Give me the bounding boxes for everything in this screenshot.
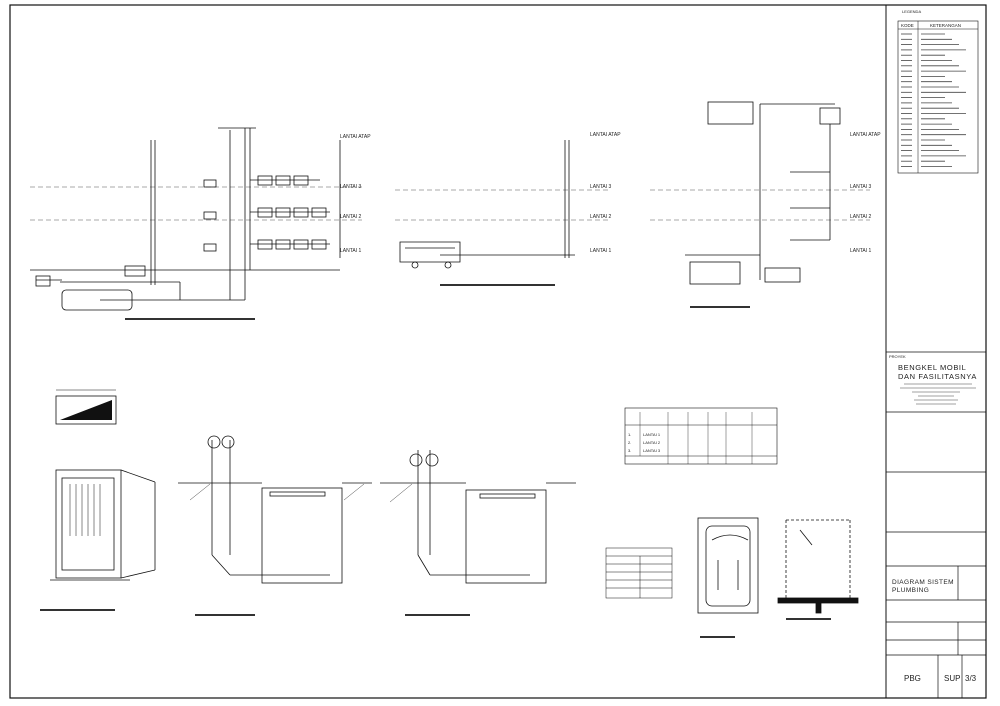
project-name-line1: BENGKEL MOBIL	[898, 363, 966, 372]
schedule-row-1-no: 1.	[628, 432, 631, 437]
drawing-code: PBG	[904, 674, 921, 683]
svg-text:LANTAI 3: LANTAI 3	[850, 184, 872, 190]
slope-detail	[55, 389, 117, 425]
project-address-lines	[900, 383, 976, 405]
caption-bar-outdoor-panel	[40, 609, 115, 611]
level-labels-diagram-1: LANTAI ATAP LANTAI 3 LANTAI 2 LANTAI 1	[340, 134, 371, 254]
legend-rows	[901, 33, 966, 167]
sheet-border	[9, 4, 987, 699]
level-reference-lines	[30, 186, 870, 221]
title-block	[886, 351, 986, 698]
schedule-row-3-level: LANTAI 3	[643, 448, 661, 453]
caption-bar-grease-trap	[700, 636, 735, 638]
project-name-line2: DAN FASILITASNYA	[898, 372, 977, 381]
caption-bar-sump-2	[405, 614, 470, 616]
legend-table: LEGENDA KODE KETERANGAN	[897, 9, 979, 174]
caption-bar-section	[786, 618, 831, 620]
level-labels-diagram-3: LANTAI ATAP LANTAI 3 LANTAI 2 LANTAI 1	[850, 132, 881, 254]
legend-heading: LEGENDA	[902, 9, 921, 14]
drawing-title-line1: DIAGRAM SISTEM	[892, 579, 954, 586]
level-label-1: LANTAI 1	[340, 248, 362, 254]
caption-bar-sump-1	[195, 614, 255, 616]
section-detail	[777, 519, 859, 614]
level-label-2: LANTAI 2	[340, 214, 362, 220]
svg-text:LANTAI ATAP: LANTAI ATAP	[850, 132, 881, 138]
schedule-row-1-level: LANTAI 1	[643, 432, 661, 437]
project-label: PROYEK	[889, 354, 906, 359]
sheet-number: 3/3	[965, 674, 977, 683]
riser-diagram-1	[30, 127, 341, 311]
project-block: PROYEK BENGKEL MOBIL DAN FASILITASNYA	[889, 354, 977, 405]
caption-bar-diagram-1	[125, 318, 255, 320]
sump-pit-detail-2	[380, 450, 576, 584]
grease-trap-detail	[697, 517, 759, 614]
level-label-roof: LANTAI ATAP	[340, 134, 371, 140]
svg-text:LANTAI ATAP: LANTAI ATAP	[590, 132, 621, 138]
svg-text:LANTAI 2: LANTAI 2	[590, 214, 612, 220]
svg-text:LANTAI 1: LANTAI 1	[590, 248, 612, 254]
sheet-code: SUP	[944, 674, 960, 683]
caption-bar-diagram-3	[690, 306, 750, 308]
legend-header-desc: KETERANGAN	[930, 23, 961, 28]
outdoor-panel-detail	[50, 469, 156, 581]
riser-diagram-2	[399, 140, 575, 269]
caption-bar-diagram-2	[440, 284, 555, 286]
svg-text:LANTAI 1: LANTAI 1	[850, 248, 872, 254]
schedule-row-2-no: 2.	[628, 440, 631, 445]
drawing-title-line2: PLUMBING	[892, 587, 929, 594]
schedule-table: 1. LANTAI 1 2. LANTAI 2 3. LANTAI 3	[624, 407, 778, 465]
level-labels-diagram-2: LANTAI ATAP LANTAI 3 LANTAI 2 LANTAI 1	[590, 132, 621, 254]
spec-table	[605, 547, 673, 599]
svg-text:LANTAI 2: LANTAI 2	[850, 214, 872, 220]
schedule-row-2-level: LANTAI 2	[643, 440, 661, 445]
sump-pit-detail-1	[178, 435, 372, 584]
legend-header-code: KODE	[901, 23, 914, 28]
riser-diagram-3	[685, 101, 841, 285]
schedule-row-3-no: 3.	[628, 448, 631, 453]
svg-text:LANTAI 3: LANTAI 3	[590, 184, 612, 190]
